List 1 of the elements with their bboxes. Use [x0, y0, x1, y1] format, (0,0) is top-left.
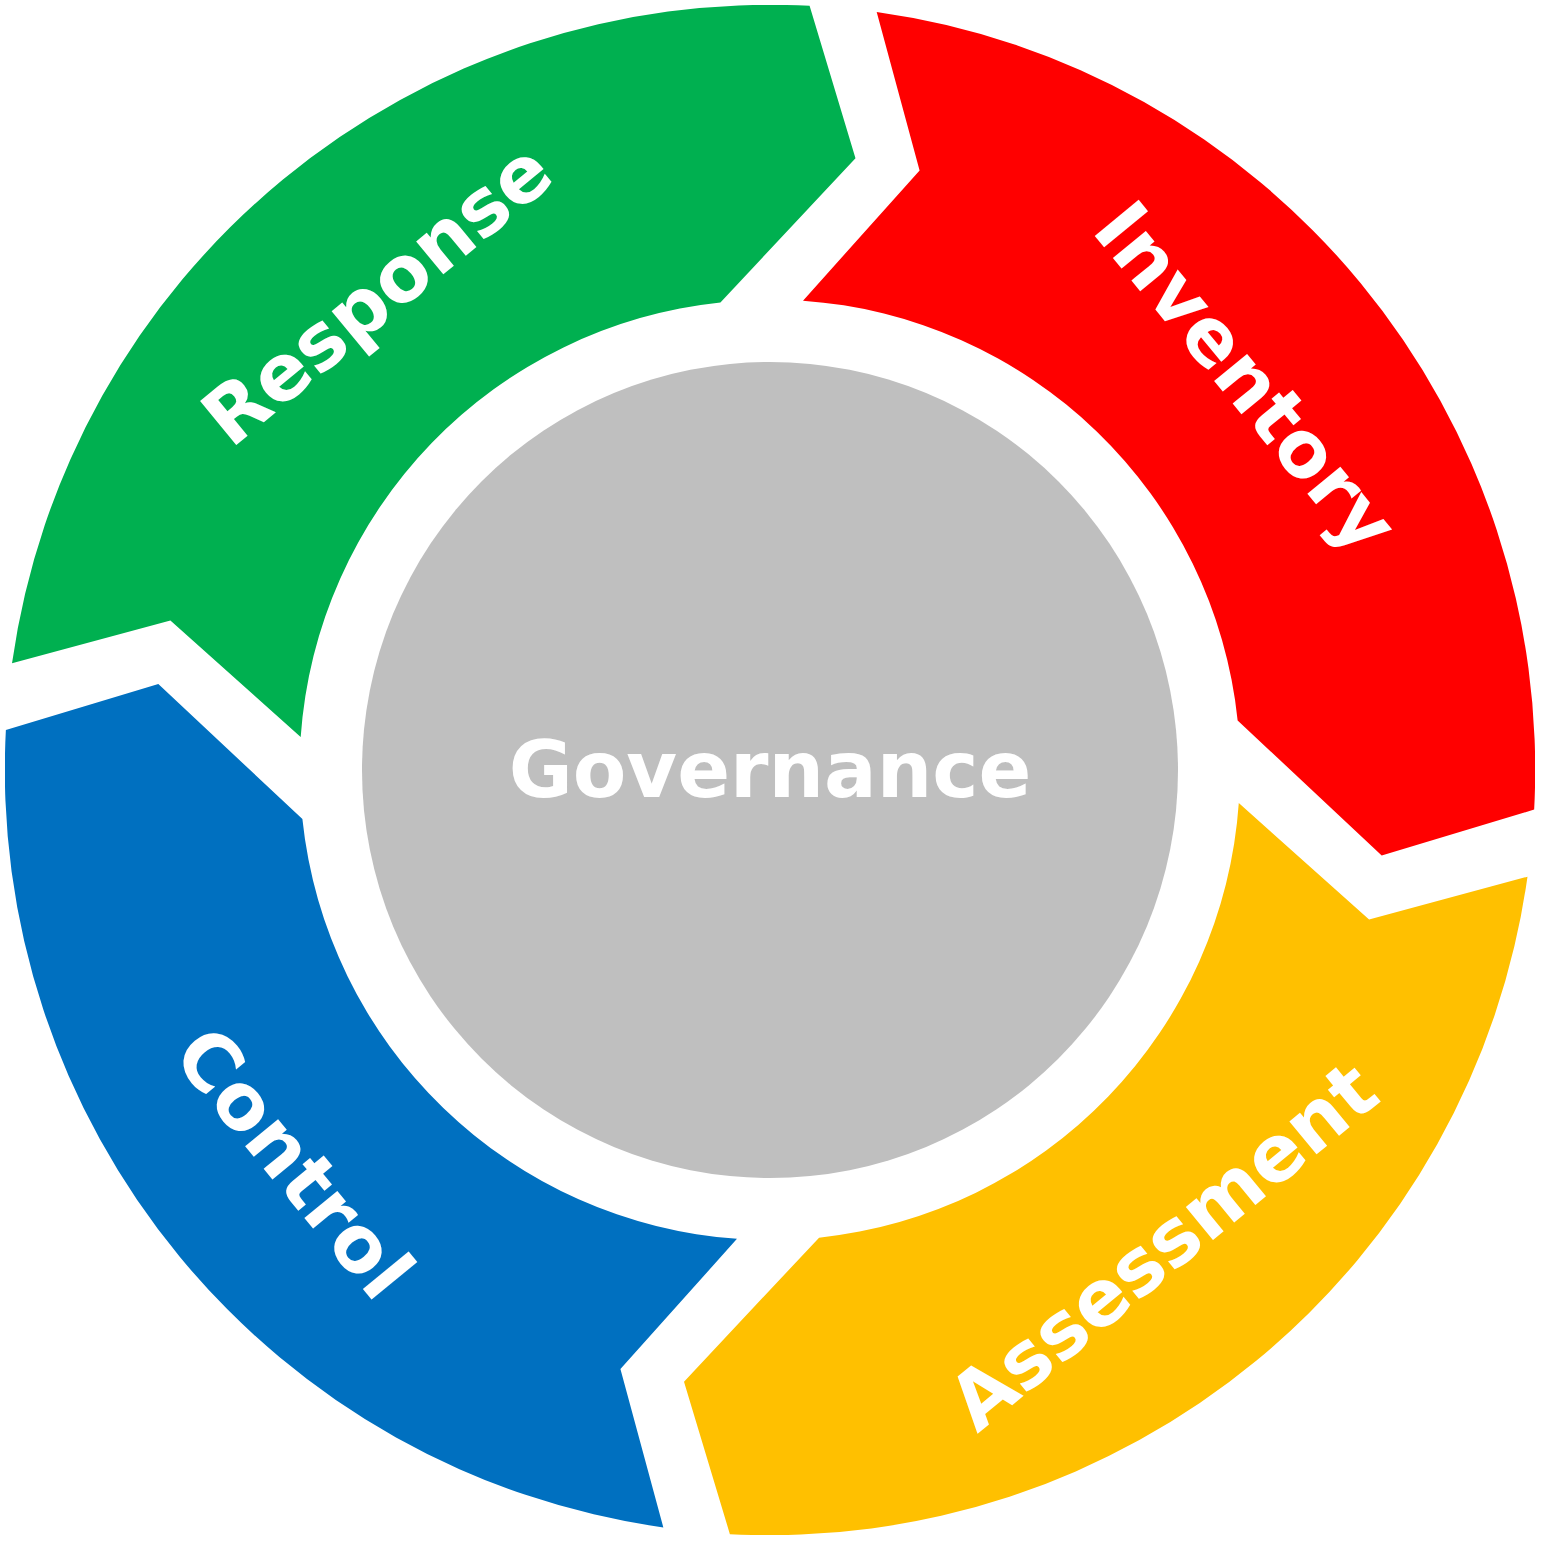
- circle-label: Governance: [508, 731, 1032, 809]
